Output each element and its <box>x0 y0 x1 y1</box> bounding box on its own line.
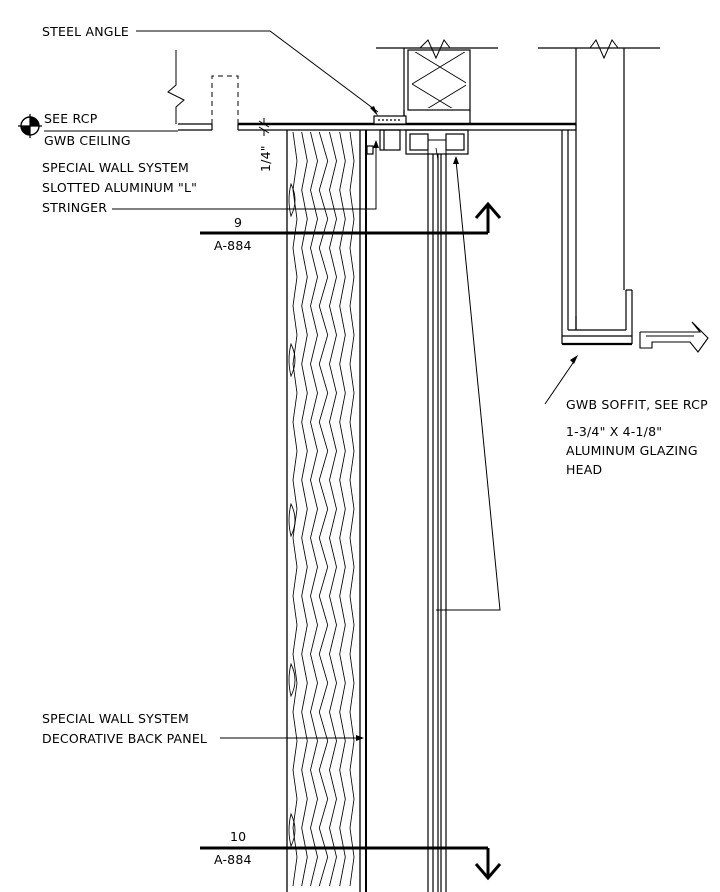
wood-grain-line <box>292 131 298 887</box>
dashed-stud <box>211 75 239 124</box>
dimension-quarter <box>258 118 270 136</box>
rcp-reference-symbol <box>18 114 42 138</box>
label-gwb-soffit: GWB SOFFIT, SEE RCP <box>566 397 708 412</box>
wood-grain-line <box>301 131 308 887</box>
label-glazing-2: ALUMINUM GLAZING <box>566 443 698 458</box>
wood-grain-line <box>318 131 329 887</box>
wood-grain-line <box>339 131 346 887</box>
wood-knot <box>288 812 296 848</box>
leader-arrowheads <box>356 106 578 741</box>
glazing-head <box>405 129 469 161</box>
label-panel-1: SPECIAL WALL SYSTEM <box>42 711 189 726</box>
section-cut-9 <box>200 201 502 235</box>
label-panel-2: DECORATIVE BACK PANEL <box>42 731 207 746</box>
label-gwb-ceiling: GWB CEILING <box>44 133 131 148</box>
wood-grain-line <box>329 131 337 887</box>
label-stringer-1: SPECIAL WALL SYSTEM <box>42 160 189 175</box>
label-glazing-1: 1-3/4" X 4-1/8" <box>566 424 662 439</box>
label-see-rcp: SEE RCP <box>44 111 98 126</box>
section-9-number: 9 <box>234 215 242 230</box>
stringer <box>366 129 401 155</box>
top-structure <box>376 39 498 124</box>
wood-grain-line <box>310 131 318 887</box>
section-10-number: 10 <box>230 829 246 844</box>
break-line-left <box>167 50 185 124</box>
steel-angle <box>373 110 407 125</box>
label-stringer-3: STRINGER <box>42 200 107 215</box>
leaders <box>44 30 576 739</box>
wood-grain-line <box>349 131 355 887</box>
soffit-framing <box>538 39 660 346</box>
wood-knot <box>288 182 296 218</box>
gwb-ceiling <box>178 122 576 131</box>
wood-knot <box>288 502 296 538</box>
wood-knot <box>288 662 296 698</box>
decorative-panel <box>286 130 367 892</box>
label-stringer-2: SLOTTED ALUMINUM "L" <box>42 180 197 195</box>
section-9-sheet: A-884 <box>214 238 252 253</box>
glazing-lines <box>427 154 447 892</box>
break-line-right <box>639 321 709 353</box>
section-cut-10 <box>200 846 502 881</box>
label-steel-angle: STEEL ANGLE <box>42 24 129 39</box>
label-glazing-3: HEAD <box>566 462 602 477</box>
wood-knot <box>288 342 296 378</box>
section-10-sheet: A-884 <box>214 852 252 867</box>
label-dim-quarter: 1/4" <box>258 145 273 172</box>
